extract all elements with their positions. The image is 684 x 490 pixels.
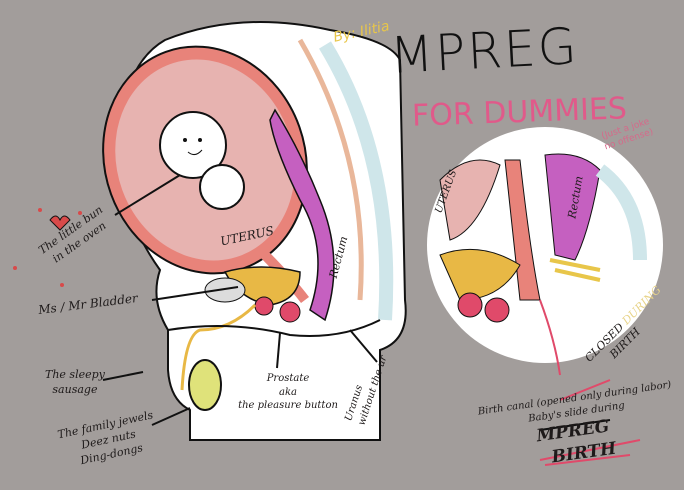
page-subtitle: FOR DUMMIES — [411, 91, 628, 134]
label-line: sausage — [52, 382, 98, 396]
testicle — [188, 359, 222, 411]
label-line: the pleasure button — [238, 400, 338, 411]
rectum — [269, 108, 335, 322]
label-line: The sleepy — [45, 368, 105, 381]
prostate-label: Prostate aka the pleasure button — [238, 372, 338, 413]
label-line: Prostate — [266, 373, 310, 384]
arrows — [102, 174, 378, 426]
heart-icons — [13, 208, 82, 287]
birth-inset — [427, 127, 663, 376]
bladder — [223, 266, 301, 306]
baby-icon — [159, 111, 245, 210]
page-title: MPREG — [388, 17, 580, 85]
prostate — [254, 296, 274, 316]
label-line: aka — [279, 386, 297, 398]
